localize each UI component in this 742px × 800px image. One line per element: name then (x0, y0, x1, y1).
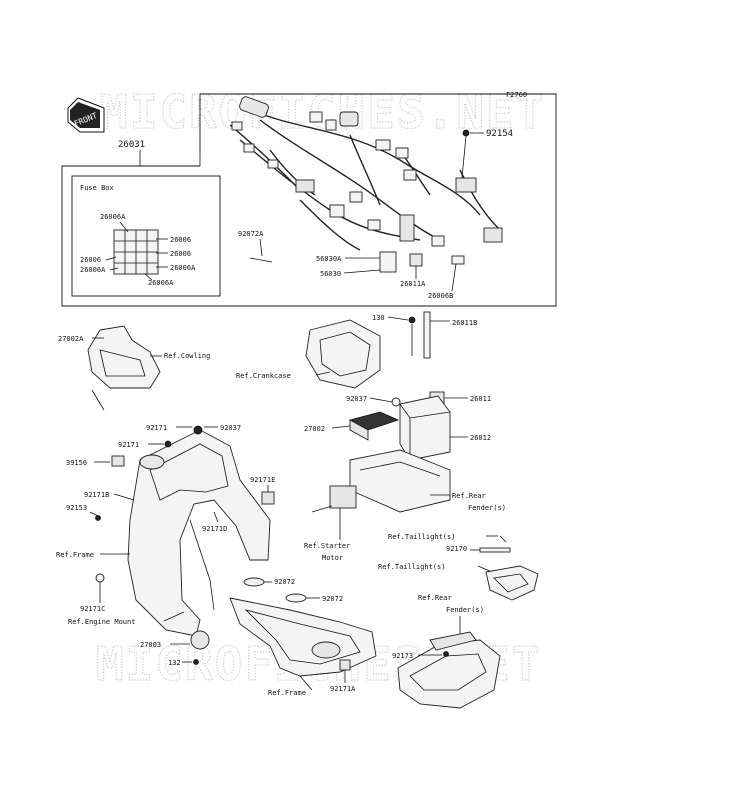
bolt-130-icon (408, 316, 416, 324)
label-ref-crankcase: Ref.Crankcase (236, 372, 291, 380)
label-ref-starter-a: Ref.Starter (304, 542, 350, 550)
label-92171-a: 92171 (146, 424, 167, 432)
label-26031: 26031 (118, 140, 145, 150)
band-92072-a-icon (243, 577, 265, 587)
label-26006A-top: 26006A (100, 213, 126, 221)
label-26006-right-2: 26006 (170, 250, 191, 258)
subframe-assembly (229, 597, 377, 677)
grommet-92171A-icon (339, 659, 351, 671)
harness-box (61, 93, 557, 307)
ecu-27002 (348, 411, 400, 441)
label-ref-starter-b: Motor (322, 554, 343, 562)
clamp-92037-icon (391, 397, 401, 407)
wiring-harness (229, 96, 503, 251)
label-ref-rear-fender-2a: Ref.Rear (418, 594, 452, 602)
label-92154: 92154 (486, 129, 513, 139)
label-ref-rear-fender-2b: Fender(s) (446, 606, 484, 614)
label-92171D: 92171D (202, 525, 227, 533)
label-92171E: 92171E (250, 476, 275, 484)
label-56030: 56030 (320, 270, 341, 278)
label-26011: 26011 (470, 395, 491, 403)
taillight-bracket (485, 565, 539, 601)
label-132: 132 (168, 659, 181, 667)
label-ref-taillight-1: Ref.Taillight(s) (388, 533, 455, 541)
label-130: 130 (372, 314, 385, 322)
label-92171C: 92171C (80, 605, 105, 613)
connector-26011A-icon (409, 253, 423, 267)
rear-fender (397, 631, 501, 709)
label-56030A: 56030A (316, 255, 342, 263)
clamp-92170-icon (479, 547, 511, 553)
label-26006A-left: 26006A (80, 266, 106, 274)
label-26011B: 26011B (452, 319, 477, 327)
battery-26012 (399, 395, 451, 461)
taillight-bolt-icon (499, 535, 507, 543)
label-92037-b: 92037 (220, 424, 241, 432)
label-27002: 27002 (304, 425, 325, 433)
label-92170: 92170 (446, 545, 467, 553)
clamp-92171C-icon (95, 573, 105, 583)
frame-assembly (127, 429, 271, 637)
label-ref-frame-2: Ref.Frame (268, 689, 306, 697)
grommet-92171E-icon (261, 491, 275, 505)
label-ref-rear-fender-1a: Ref.Rear (452, 492, 486, 500)
label-39156: 39156 (66, 459, 87, 467)
label-26006B: 26006B (428, 292, 453, 300)
fuse-box-title: Fuse Box (80, 184, 114, 192)
label-92153: 92153 (66, 504, 87, 512)
grommet-92171-a-icon (193, 425, 203, 435)
crankcase-cover (305, 319, 381, 389)
label-26006A-right: 26006A (170, 264, 196, 272)
starter-relay (311, 485, 357, 513)
label-ref-taillight-2: Ref.Taillight(s) (378, 563, 445, 571)
label-92072-a: 92072 (274, 578, 295, 586)
label-27002A: 27002A (58, 335, 84, 343)
label-ref-rear-fender-1b: Fender(s) (468, 504, 506, 512)
figure-code: F2760 (506, 91, 527, 99)
cable-26011B-icon (423, 311, 431, 359)
label-26006A-bottom: 26006A (148, 279, 174, 287)
label-26012: 26012 (470, 434, 491, 442)
label-92072-b: 92072 (322, 595, 343, 603)
grommet-92171-b-icon (164, 440, 172, 448)
band-92072A-icon (249, 257, 273, 263)
fuse-26006B-icon (451, 255, 465, 265)
label-26011A: 26011A (400, 280, 426, 288)
label-92173: 92173 (392, 652, 413, 660)
cowling-bracket-27002A (87, 325, 161, 411)
horn-27003-icon (190, 630, 210, 650)
battery-tray (349, 449, 451, 513)
label-92171A: 92171A (330, 685, 356, 693)
front-arrow-icon: FRONT (67, 97, 105, 133)
label-92072A: 92072A (238, 230, 264, 238)
bolt-92153-icon (95, 515, 101, 521)
band-92072-b-icon (285, 593, 307, 603)
label-92171-b: 92171 (118, 441, 139, 449)
label-92037-a: 92037 (346, 395, 367, 403)
label-26006-left: 26006 (80, 256, 101, 264)
grommet-92173-icon (443, 651, 449, 657)
cover-39156-icon (111, 455, 125, 467)
fuse-box-frame (71, 175, 221, 297)
bolt-132-icon (193, 659, 199, 665)
label-92171B: 92171B (84, 491, 109, 499)
label-ref-cowling: Ref.Cowling (164, 352, 210, 360)
fuse-box (113, 229, 159, 275)
label-26006-right-1: 26006 (170, 236, 191, 244)
relay-56030-icon (379, 251, 397, 273)
bolt-92154-icon (462, 129, 470, 137)
label-ref-frame-1: Ref.Frame (56, 551, 94, 559)
label-ref-engine-mount: Ref.Engine Mount (68, 618, 135, 626)
label-27003: 27003 (140, 641, 161, 649)
